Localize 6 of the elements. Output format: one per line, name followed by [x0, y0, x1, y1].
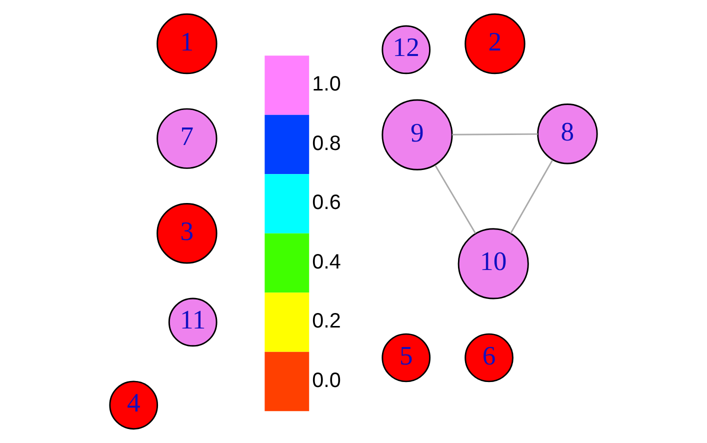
label: 0.2: [312, 310, 341, 333]
label: 0.4: [312, 250, 341, 274]
label: 1.0: [312, 72, 341, 96]
label: 0.8: [312, 132, 341, 155]
label: 0.0: [312, 368, 341, 392]
label: 0.6: [312, 191, 341, 214]
